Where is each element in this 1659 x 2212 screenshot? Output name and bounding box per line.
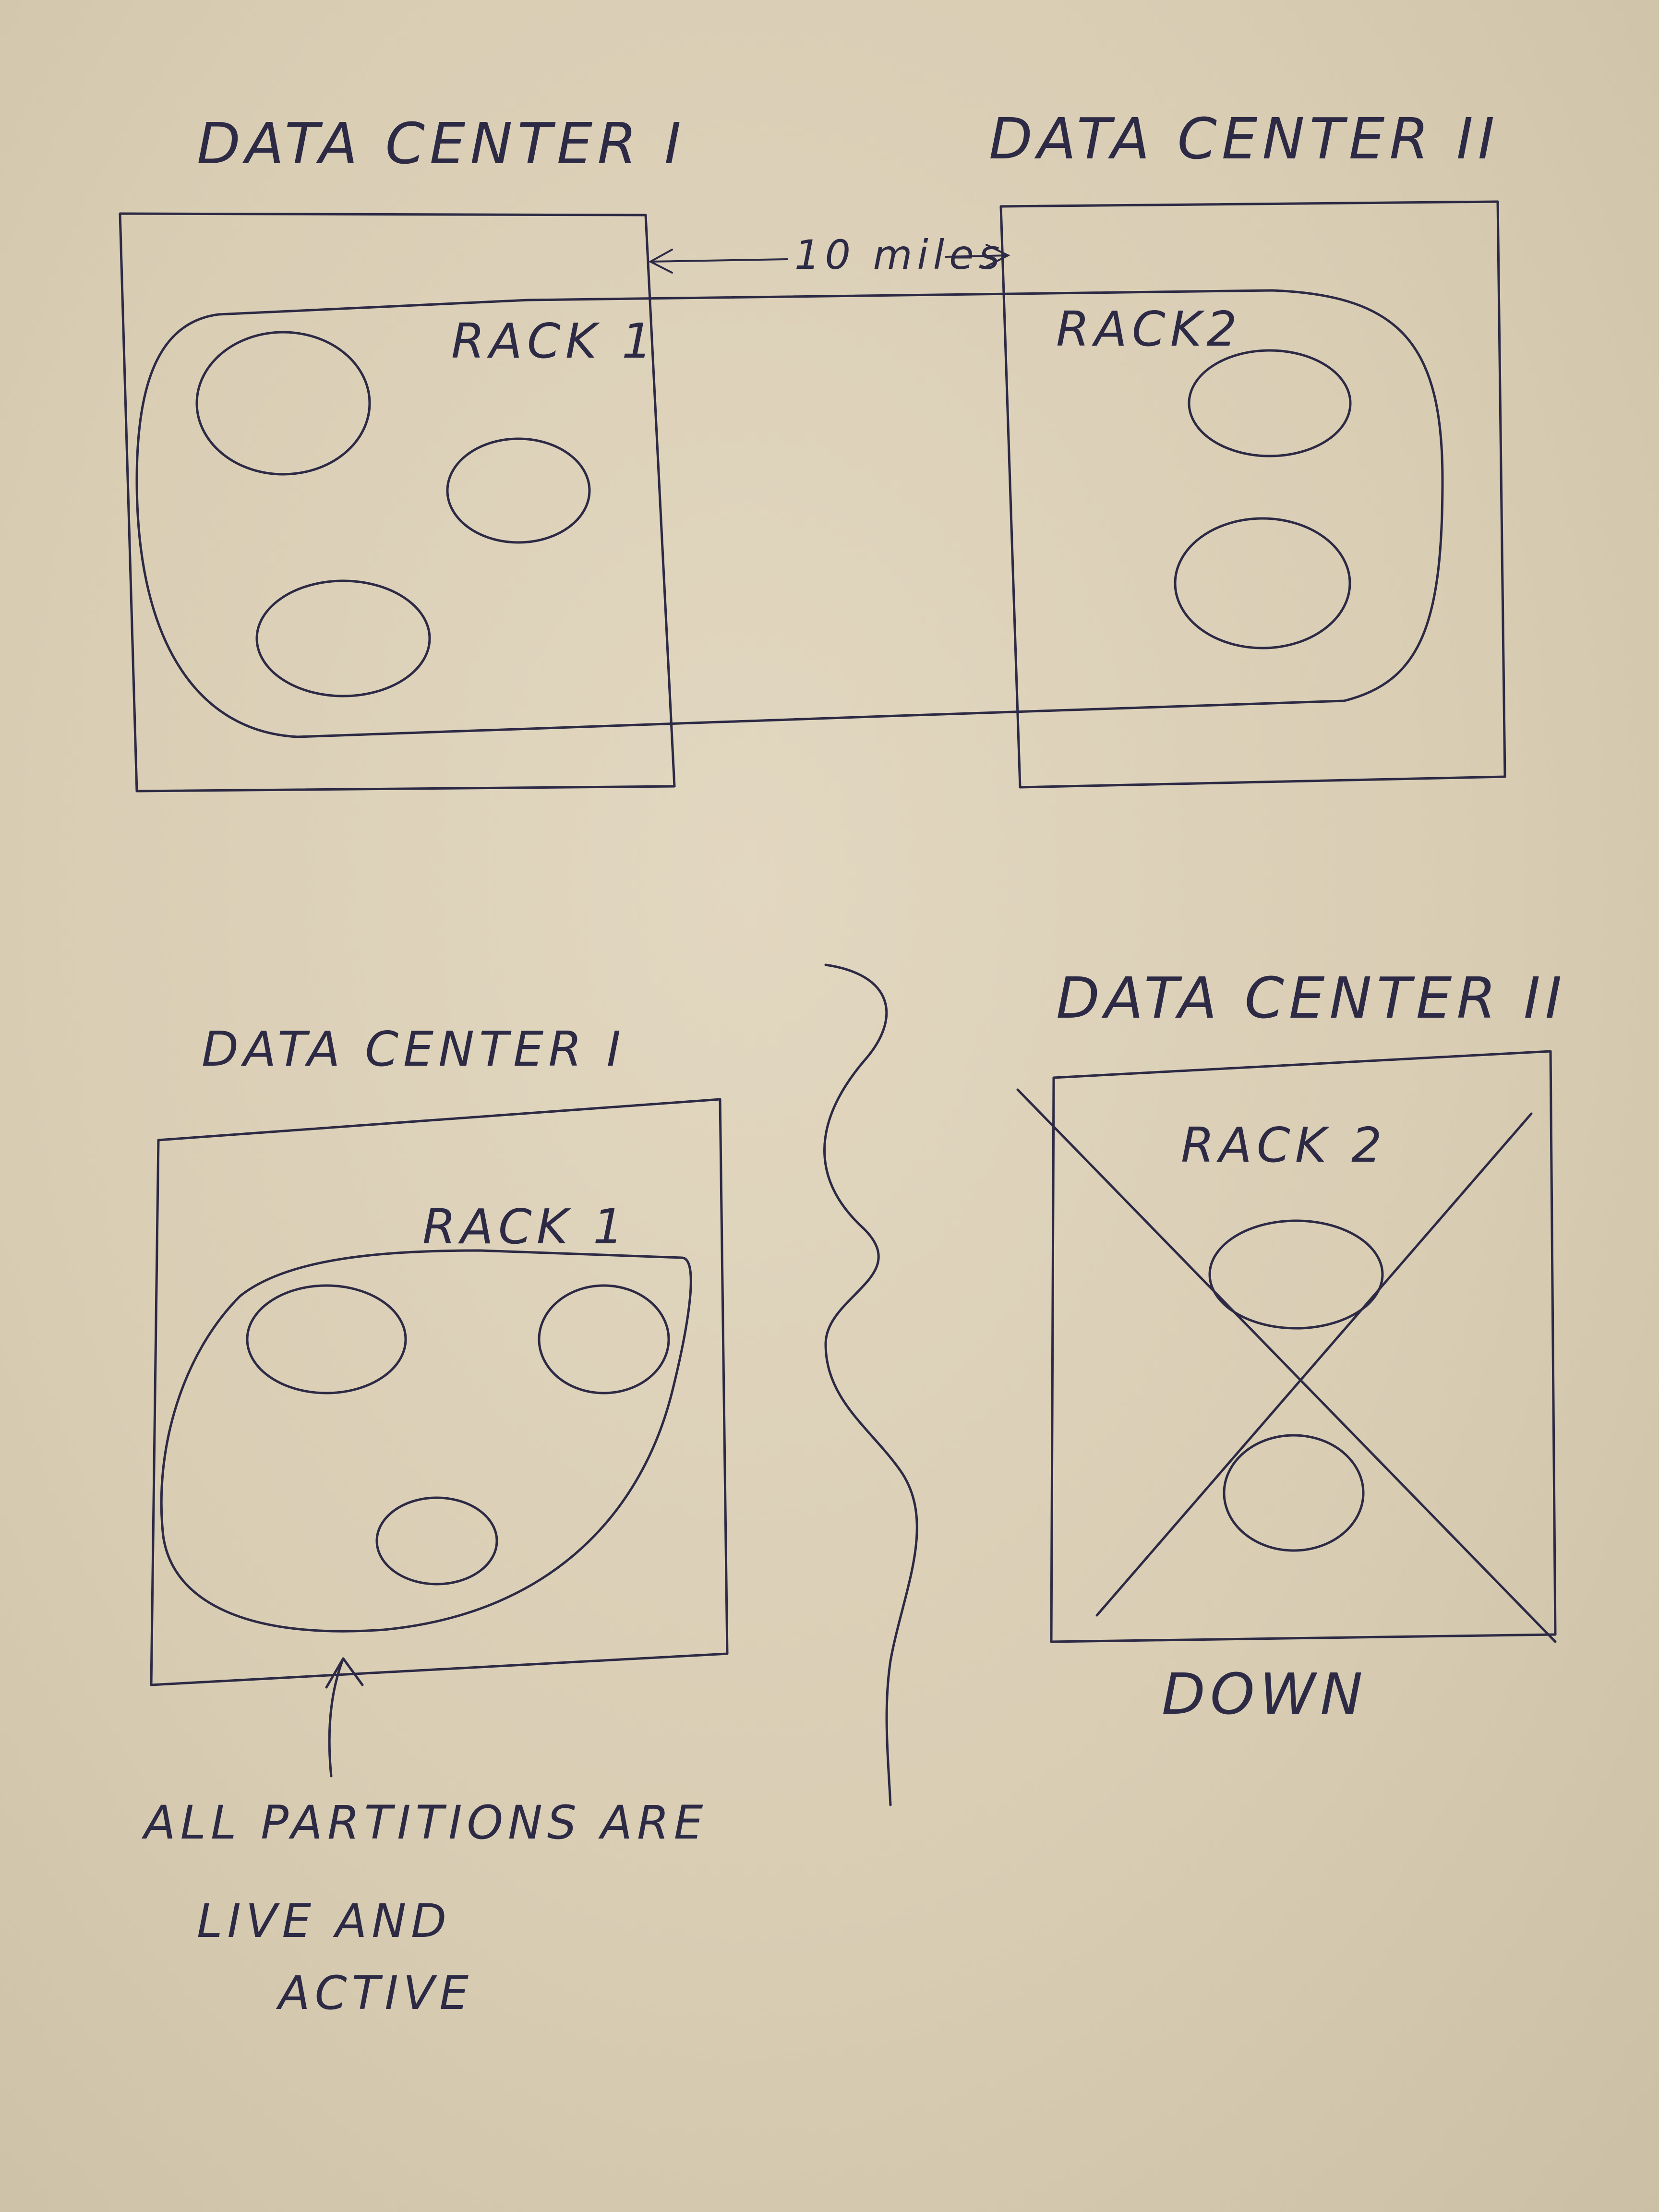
bottom-partition-circle (1223, 1434, 1365, 1552)
bottom-rack-boundary (160, 1249, 692, 1633)
top-rack1-label: RACK 1 (451, 313, 657, 369)
bottom-partition-circle (375, 1496, 498, 1586)
top-partition-circle (446, 437, 591, 544)
note-pointer-arrow (328, 1657, 345, 1778)
bottom-dc2-box (1050, 1050, 1557, 1643)
bottom-dc1-box (150, 1098, 729, 1686)
note-line-3: ACTIVE (276, 1966, 473, 2020)
bottom-partition-circle (538, 1284, 670, 1395)
top-dc2-box (999, 200, 1506, 789)
top-partition-circle (255, 579, 431, 697)
note-line-1: ALL PARTITIONS ARE (141, 1796, 708, 1850)
note-pointer-arrow-head (325, 1657, 364, 1689)
status-down-label: DOWN (1162, 1661, 1368, 1727)
network-partition-line (823, 963, 918, 1806)
top-rack-boundary (135, 289, 1444, 738)
bottom-partition-circle (246, 1284, 407, 1395)
note-line-2: LIVE AND (197, 1894, 451, 1948)
bottom-partition-circle (1208, 1219, 1384, 1330)
top-dc1-title: DATA CENTER I (197, 110, 686, 177)
top-rack2-label: RACK2 (1056, 301, 1242, 357)
bottom-dc2-title: DATA CENTER II (1056, 965, 1566, 1031)
distance-arrow-right-head (986, 244, 1010, 267)
bottom-rack1-label: RACK 1 (422, 1199, 628, 1255)
cross-out-line (1016, 1088, 1557, 1643)
distance-label: 10 miles (794, 231, 1005, 278)
cross-out-line (1095, 1112, 1533, 1617)
distance-arrow-left-head (648, 249, 673, 274)
top-partition-circle (195, 331, 371, 476)
bottom-rack2-label: RACK 2 (1181, 1117, 1387, 1173)
top-dc1-box (119, 212, 676, 793)
bottom-dc1-title: DATA CENTER I (202, 1021, 625, 1077)
distance-arrow (649, 254, 1009, 263)
top-dc2-title: DATA CENTER II (989, 106, 1499, 172)
top-partition-circle (1188, 349, 1352, 457)
top-partition-circle (1174, 517, 1351, 649)
